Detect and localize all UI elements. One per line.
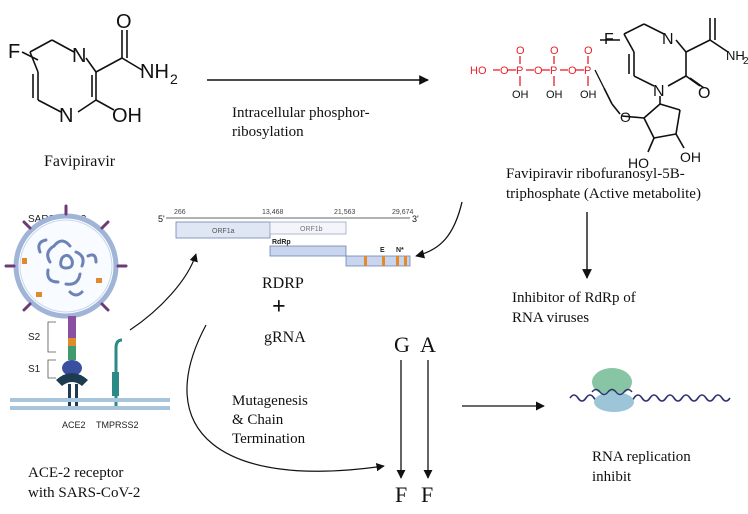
genome-position-13468: 13,468 <box>262 209 284 216</box>
base-favipiravir-left: F <box>395 482 407 507</box>
ribosome-rna-illustration <box>569 368 731 412</box>
inhibitor-label: Inhibitor of RdRp of RNA viruses <box>512 290 640 326</box>
rdrp-label: RDRP <box>262 275 304 292</box>
metabolite-name: Favipiravir ribofuranosyl-5B- triphospha… <box>506 166 701 202</box>
phosphate-hydroxyl-2: OH <box>546 89 563 101</box>
metabolite-hydroxyl-right: OH <box>680 149 701 165</box>
favipiravir-oxygen: O <box>116 11 132 33</box>
genome-orf1a: ORF1a <box>212 228 235 235</box>
grna-label: gRNA <box>264 329 306 346</box>
plus-sign: + <box>272 294 286 320</box>
genome-orf1b: ORF1b <box>300 226 323 233</box>
metabolite-amine: NH <box>726 48 745 63</box>
favipiravir-hydroxyl: OH <box>112 105 142 127</box>
base-substitution: G A F F <box>394 332 436 507</box>
phosphate-bridge-oxygen-1: O <box>500 65 509 77</box>
genome-rdrp: RdRp <box>272 239 291 246</box>
genome-five-prime: 5' <box>158 214 165 224</box>
base-guanine: G <box>394 332 410 357</box>
phosphate-oxo-1: O <box>516 45 525 57</box>
mutagenesis-label: Mutagenesis & Chain Termination <box>232 393 312 447</box>
favipiravir-atoms: F N N O NH 2 OH <box>8 11 178 127</box>
favipiravir-nitrogen-top: N <box>72 45 86 67</box>
phosphorus-gamma: P <box>584 65 591 77</box>
metabolite-ring-oxygen: O <box>620 109 631 125</box>
phosphorus-alpha: P <box>516 65 523 77</box>
metabolite-pyrazine-ring <box>600 18 729 104</box>
virus-s1: S1 <box>28 364 41 375</box>
rna-replication-label: RNA replication inhibit <box>592 449 694 485</box>
favipiravir-fluorine: F <box>8 41 20 63</box>
virus-ace2: ACE2 <box>62 420 86 430</box>
favipiravir-name: Favipiravir <box>44 153 116 170</box>
triphosphate-chain: HO O P O P O P O O O OH OH OH <box>470 45 605 101</box>
metabolite-ribose <box>603 87 685 153</box>
phosphorus-beta: P <box>550 65 557 77</box>
rdrp-grna-group: RDRP + gRNA <box>262 275 306 346</box>
virus-s2: S2 <box>28 332 41 343</box>
favipiravir-amine-subscript: 2 <box>170 71 178 87</box>
genome-position-29674: 29,674 <box>392 209 414 216</box>
arrow-metabolite-to-rdrp <box>415 201 463 259</box>
metabolite-amine-subscript: 2 <box>743 56 748 67</box>
phosphate-oxo-2: O <box>550 45 559 57</box>
metabolite-keto-oxygen: O <box>698 85 710 102</box>
metabolite-fluorine: F <box>604 31 614 48</box>
phosphate-hydroxyl-3: OH <box>580 89 597 101</box>
genome-map: 5' 3' 266 13,468 21,563 29,674 ORF1a ORF… <box>158 209 419 267</box>
base-favipiravir-right: F <box>421 482 433 507</box>
favipiravir-amine: NH <box>140 61 169 83</box>
virus-tmprss2: TMPRSS2 <box>96 420 139 430</box>
metabolite-nitrogen-top: N <box>662 31 674 48</box>
genome-three-prime: 3' <box>412 214 419 224</box>
genome-position-21563: 21,563 <box>334 209 356 216</box>
genome-e-gene: E <box>380 247 385 254</box>
metabolite-nitrogen-bottom: N <box>653 83 665 100</box>
favipiravir-structure <box>21 30 143 113</box>
base-adenine: A <box>420 332 436 357</box>
arrow-virus-to-genome <box>129 253 198 331</box>
receptor-label: ACE-2 receptor with SARS-CoV-2 <box>28 465 140 501</box>
phosphate-oxo-3: O <box>584 45 593 57</box>
metabolite-hydroxyl-left: HO <box>628 155 649 171</box>
phosphoribosylation-label: Intracellular phosphor- ribosylation <box>232 105 373 140</box>
genome-position-266: 266 <box>174 209 186 216</box>
metabolite-atoms: F N N NH 2 O O HO OH <box>604 31 748 171</box>
genome-n-gene: N* <box>396 247 404 254</box>
phosphate-bridge-oxygen-3: O <box>568 65 577 77</box>
sars-cov-2-illustration: SARS-CoV-2 <box>4 204 170 430</box>
arrow-mutagenesis <box>186 324 385 472</box>
phosphate-terminal-hydroxyl: HO <box>470 65 487 77</box>
phosphate-hydroxyl-1: OH <box>512 89 529 101</box>
favipiravir-nitrogen-bottom: N <box>59 105 73 127</box>
phosphate-bridge-oxygen-2: O <box>534 65 543 77</box>
